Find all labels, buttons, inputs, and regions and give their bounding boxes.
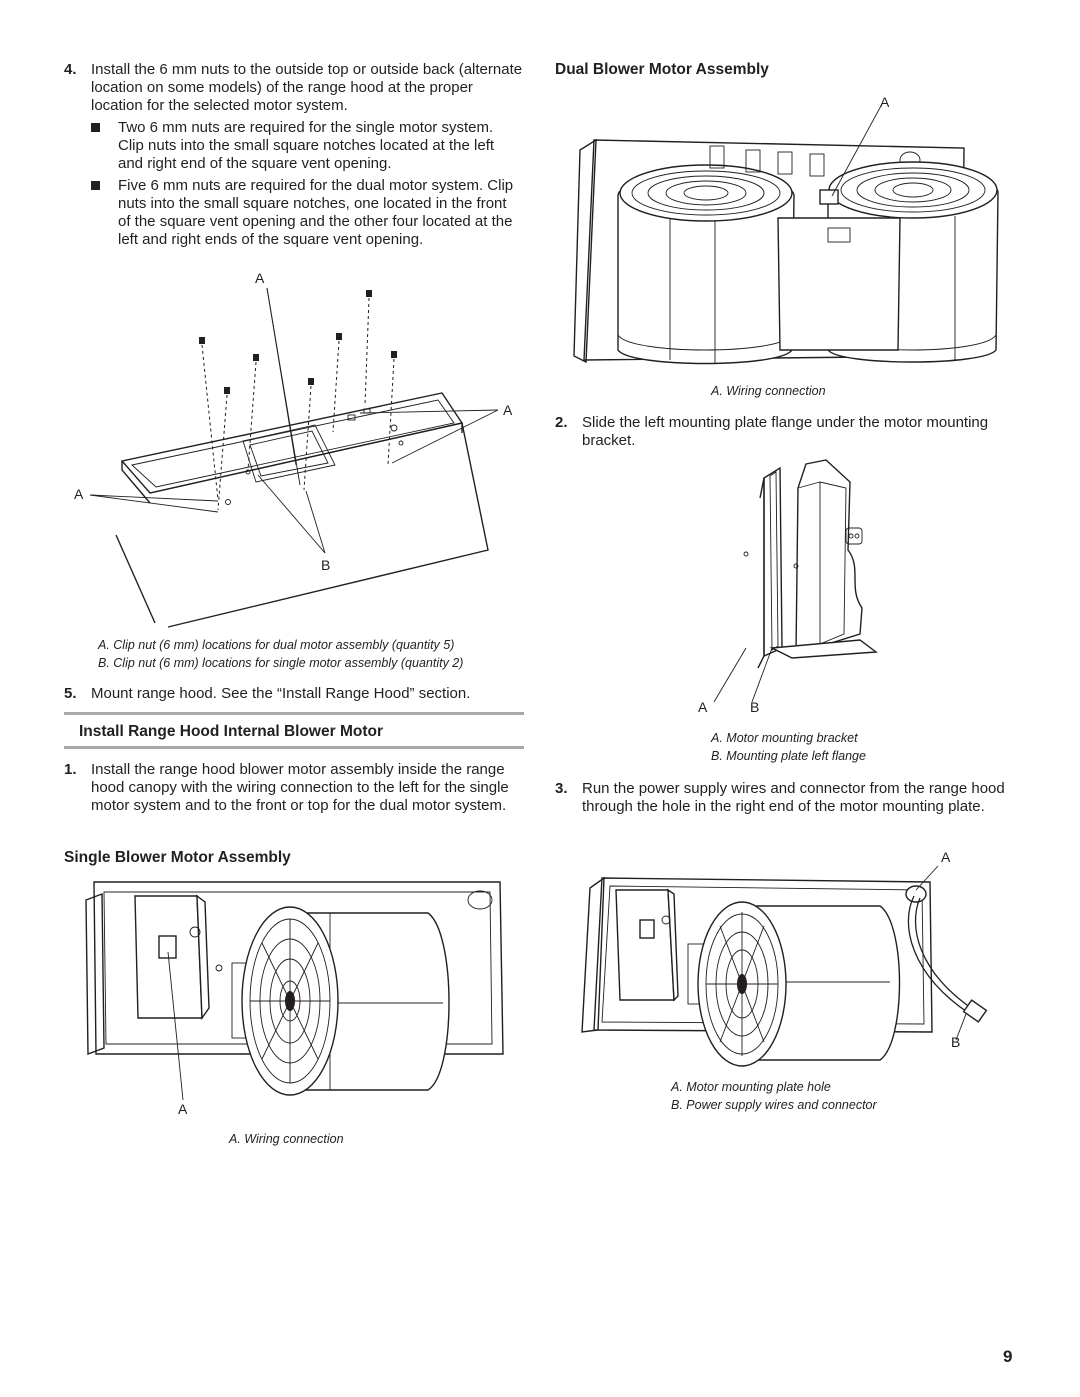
figure-caption-a: A. Wiring connection — [229, 1132, 344, 1146]
step-3-text: Run the power supply wires and connector… — [582, 780, 1005, 815]
step-5-number: 5. — [64, 685, 77, 702]
figure-caption-b: B. Power supply wires and connector — [671, 1098, 877, 1112]
section-rule-bottom — [64, 746, 524, 749]
section-rule-top — [64, 712, 524, 715]
step-1-number: 1. — [64, 761, 77, 778]
figure-label-b: B — [750, 699, 760, 715]
figure-caption-b: B. Mounting plate left flange — [711, 749, 866, 763]
figure-label-a: A — [941, 849, 951, 865]
dual-blower-heading: Dual Blower Motor Assembly — [555, 61, 769, 78]
mounting-bracket-diagram — [713, 459, 878, 703]
figure-label-a: A — [255, 270, 265, 286]
step-4-text: Install the 6 mm nuts to the outside top… — [91, 61, 523, 114]
figure-label-a: A — [178, 1101, 188, 1117]
section-heading: Install Range Hood Internal Blower Motor — [79, 723, 383, 740]
step-4-number: 4. — [64, 61, 77, 78]
figure-caption-a: A. Clip nut (6 mm) locations for dual mo… — [98, 638, 455, 652]
step-2-number: 2. — [555, 414, 568, 431]
figure-caption-a: A. Motor mounting plate hole — [671, 1080, 831, 1094]
figure-label-a: A — [74, 486, 84, 502]
figure-label-b: B — [321, 557, 331, 573]
step-4-bullet-dual: Five 6 mm nuts are required for the dual… — [118, 177, 514, 248]
step-4-bullet-single: Two 6 mm nuts are required for the singl… — [118, 119, 495, 172]
figure-caption-b: B. Clip nut (6 mm) locations for single … — [98, 656, 464, 670]
step-1-text: Install the range hood blower motor asse… — [91, 761, 509, 814]
bullet-icon — [91, 123, 100, 132]
step-2-text: Slide the left mounting plate flange und… — [582, 414, 989, 449]
clip-nut-locations-diagram — [89, 287, 499, 628]
single-blower-heading: Single Blower Motor Assembly — [64, 849, 291, 866]
power-supply-wires-diagram — [581, 865, 988, 1067]
clip-nut-icon — [199, 290, 397, 511]
figure-label-a: A — [880, 94, 890, 110]
figure-label-b: B — [951, 1034, 961, 1050]
figure-label-a: A — [698, 699, 708, 715]
figure-caption-a: A. Wiring connection — [711, 384, 826, 398]
page-number: 9 — [1003, 1347, 1013, 1366]
dual-blower-motor-diagram — [573, 103, 999, 365]
bullet-icon — [91, 181, 100, 190]
single-blower-motor-diagram — [85, 881, 504, 1101]
figure-label-a: A — [503, 402, 513, 418]
figure-caption-a: A. Motor mounting bracket — [711, 731, 858, 745]
step-5-text: Mount range hood. See the “Install Range… — [91, 685, 471, 702]
step-3-number: 3. — [555, 780, 568, 797]
